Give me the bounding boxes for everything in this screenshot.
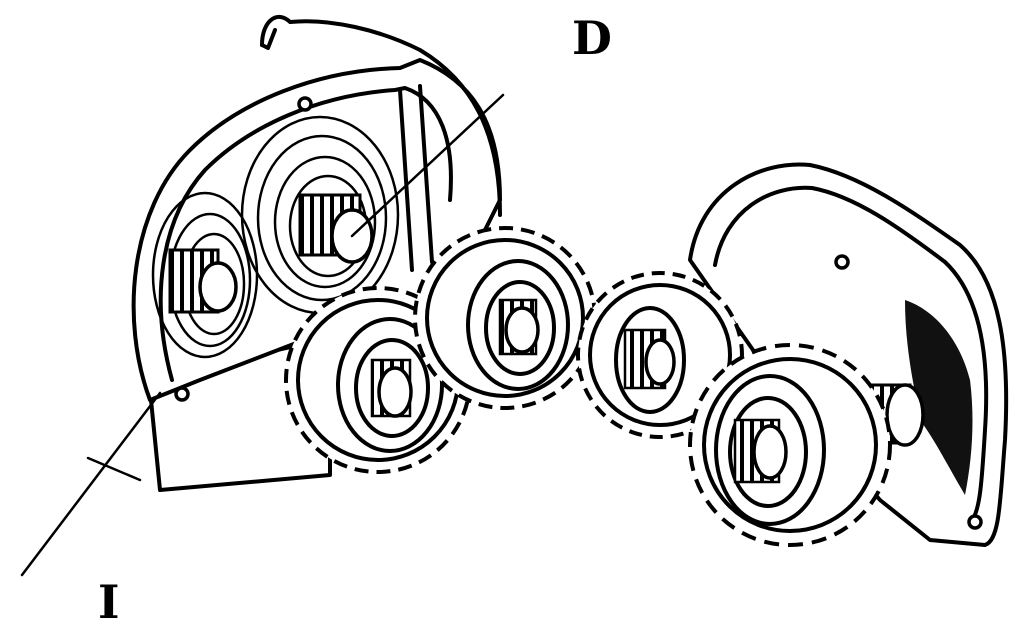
leader-tick-i <box>86 456 142 482</box>
label-d: D <box>572 11 612 65</box>
right-housing-rim <box>713 185 989 524</box>
casing-rib <box>418 84 434 264</box>
lower-shaft-end <box>198 261 238 313</box>
housing-bolt-hole <box>174 386 190 402</box>
middle-gear-right <box>413 226 597 410</box>
housing-bolt-hole <box>297 96 313 112</box>
label-i: I <box>98 575 120 625</box>
left-housing-rim <box>158 86 453 382</box>
right-gear-small <box>576 271 744 439</box>
cover-bolt-hole <box>967 514 983 530</box>
left-housing-handle <box>260 15 502 217</box>
leader-line-d <box>350 93 505 238</box>
right-housing-plate <box>688 162 1009 547</box>
right-gear-large <box>688 343 892 547</box>
lower-bearing-rings <box>151 191 259 359</box>
casing-rib <box>398 88 414 272</box>
right-gear-housing <box>688 162 1009 547</box>
leader-line-i <box>20 391 162 577</box>
right-housing-shadow <box>905 300 973 495</box>
handle-tip <box>260 28 277 50</box>
cover-bolt-hole <box>834 254 850 270</box>
output-shaft-end <box>885 383 925 447</box>
